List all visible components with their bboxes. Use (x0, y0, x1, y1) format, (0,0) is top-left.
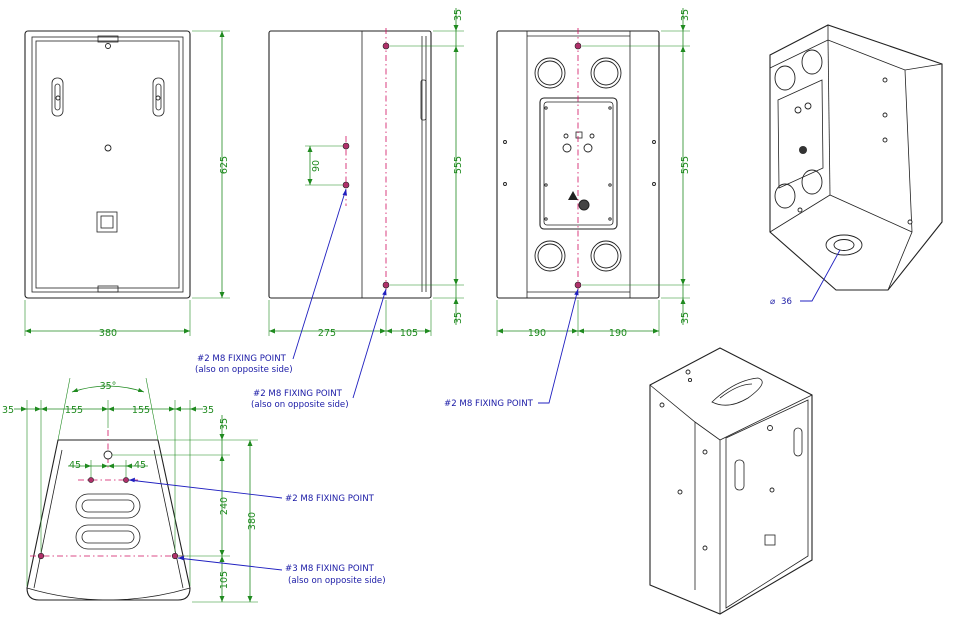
top-right-outer-label: 35 (202, 405, 214, 416)
side-middle-label: 555 (453, 156, 464, 174)
side-spacing-label: 90 (311, 160, 322, 172)
left-handle (51, 77, 64, 117)
top-depth-dimensions: 35 240 105 380 (112, 415, 258, 603)
side-lower-fixing-hole (342, 181, 350, 189)
front-height-dimension: 625 (192, 30, 230, 299)
top-fixing-hole-left (88, 477, 94, 483)
top-depth-middle-label: 240 (219, 497, 230, 515)
right-handle (152, 77, 165, 117)
side-bottom-label: 35 (453, 312, 464, 324)
side-depth-rear-label: 105 (400, 328, 418, 339)
top-angle-label: 35° (100, 381, 117, 392)
side-top-label: 35 (453, 9, 464, 21)
front-width-dimension: 380 (24, 300, 191, 339)
side-upper-fixing-hole (342, 142, 350, 150)
rear-vertical-dimensions: 35 555 35 (582, 8, 691, 325)
top-handle-rear (75, 524, 141, 550)
top-fixing-callout-3: #3 M8 FIXING POINT (285, 564, 375, 574)
pole-mount-callout: ⌀ 36 (770, 249, 841, 307)
side-bottom-fixing-hole (382, 281, 390, 289)
side-fixing-callouts: #2 M8 FIXING POINT (also on opposite sid… (195, 188, 387, 410)
rear-middle-label: 555 (680, 156, 691, 174)
top-fixing-callout-3-note: (also on opposite side) (288, 576, 386, 586)
top-hole-dimensions: 45 45 (68, 460, 148, 477)
top-depth-top-label: 35 (219, 418, 230, 430)
front-width-label: 380 (99, 328, 117, 339)
top-hole-left-label: 45 (69, 460, 81, 471)
rear-fixing-callout-text: #2 M8 FIXING POINT (444, 399, 534, 409)
front-top-fixing-hole (105, 43, 111, 49)
top-right-inner-label: 155 (132, 405, 150, 416)
rear-top-label: 35 (680, 9, 691, 21)
top-fixing-callout: #2 M8 FIXING POINT (285, 494, 375, 504)
top-fixing-callouts: #2 M8 FIXING POINT #3 M8 FIXING POINT (a… (128, 477, 386, 586)
top-center-socket (103, 450, 113, 460)
top-handle-front (75, 493, 141, 519)
top-view (26, 430, 191, 601)
rear-top-fixing-hole (574, 42, 582, 50)
side-top-fixing-hole (382, 42, 390, 50)
isometric-top-view (649, 347, 813, 615)
front-connector-plate (96, 211, 118, 233)
rear-bottom-fixing-hole (574, 281, 582, 289)
top-side-fixing-left (37, 552, 45, 560)
front-height-label: 625 (219, 156, 230, 174)
amplifier-panel (539, 97, 618, 230)
rear-fixing-callout: #2 M8 FIXING POINT (444, 288, 579, 409)
side-spacing-dimension: 90 (305, 145, 343, 186)
side-view (268, 28, 432, 299)
front-center-point (104, 144, 112, 152)
top-side-fixing-right (171, 552, 179, 560)
rear-right-label: 190 (609, 328, 627, 339)
side-depth-dimensions: 275 105 (268, 300, 432, 339)
side-fixing-callout-2-note: (also on opposite side) (251, 400, 349, 410)
rear-width-dimensions: 190 190 (496, 300, 660, 339)
top-width-dimensions: 35 155 155 35 (2, 400, 214, 586)
side-fixing-callout: #2 M8 FIXING POINT (197, 354, 287, 364)
rear-bottom-label: 35 (680, 312, 691, 324)
side-fixing-callout-note: (also on opposite side) (195, 365, 293, 375)
diameter-symbol: ⌀ (770, 297, 775, 307)
rear-view (496, 28, 660, 299)
top-left-inner-label: 155 (65, 405, 83, 416)
rear-left-label: 190 (528, 328, 546, 339)
diameter-value: 36 (781, 297, 792, 307)
side-vertical-dimensions: 35 555 35 (390, 8, 464, 325)
isometric-rear-view (769, 24, 943, 291)
top-hole-right-label: 45 (134, 460, 146, 471)
top-fixing-hole-right (123, 477, 129, 483)
top-depth-bottom-label: 105 (219, 571, 230, 589)
side-depth-label: 275 (318, 328, 336, 339)
front-view (24, 30, 191, 299)
top-depth-total-label: 380 (247, 512, 258, 530)
side-fixing-callout-2: #2 M8 FIXING POINT (253, 389, 343, 399)
top-left-outer-label: 35 (2, 405, 14, 416)
